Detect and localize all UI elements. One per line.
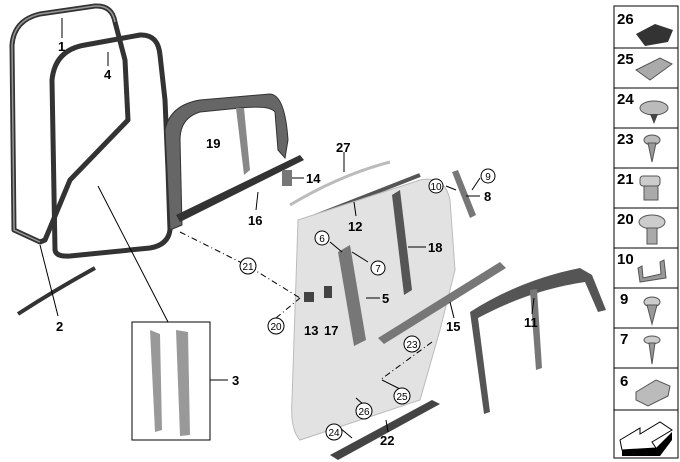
lower-seal-strip[interactable]	[16, 266, 96, 316]
svg-text:26: 26	[358, 407, 370, 418]
callout-5: 5	[382, 291, 389, 306]
callout-2: 2	[56, 319, 63, 334]
legend-9: 9	[620, 291, 628, 308]
callout-15: 15	[446, 319, 460, 334]
roof-trim-strip[interactable]	[289, 160, 391, 207]
self-tap-screw-icon	[643, 296, 661, 326]
callout-3: 3	[232, 373, 239, 388]
pillar-cover-strip[interactable]	[452, 170, 476, 218]
outer-belt-strip[interactable]	[378, 262, 506, 344]
torx-screw-icon	[643, 134, 661, 163]
latch-part-13[interactable]	[304, 292, 314, 302]
door-seal-outer[interactable]	[9, 3, 131, 245]
svg-text:21: 21	[242, 262, 254, 273]
b-pillar-trim[interactable]	[338, 245, 366, 346]
legend-24: 24	[617, 91, 634, 108]
circled-24: 24	[325, 423, 343, 441]
clip-nut-icon	[635, 57, 673, 81]
legend-26: 26	[617, 11, 634, 28]
legend-20: 20	[617, 211, 634, 228]
callout-11: 11	[524, 315, 538, 330]
callout-14: 14	[306, 171, 321, 186]
legend-7: 7	[620, 331, 628, 348]
callout-12: 12	[348, 219, 362, 234]
small-bracket[interactable]	[282, 170, 292, 186]
wood-screw-icon	[643, 335, 661, 365]
pad-icon	[636, 24, 673, 46]
legend-10: 10	[617, 251, 634, 268]
callout-27: 27	[336, 140, 350, 155]
detail-box	[131, 321, 211, 441]
outer-window-frame[interactable]	[470, 268, 606, 414]
parts-legend: 26 25 24 23 21 20 10 9 7 6	[613, 5, 679, 459]
circled-10: 10	[428, 178, 444, 194]
callout-18: 18	[428, 240, 442, 255]
circled-6: 6	[314, 230, 330, 246]
circled-23: 23	[403, 335, 421, 353]
window-guide-rail[interactable]	[392, 190, 412, 295]
circled-26: 26	[355, 402, 373, 420]
svg-text:7: 7	[375, 264, 381, 275]
legend-6: 6	[620, 373, 628, 390]
circled-25: 25	[393, 387, 411, 405]
expansion-rivet-icon	[639, 100, 669, 124]
svg-text:6: 6	[319, 234, 325, 245]
arrow-icon	[619, 421, 673, 456]
svg-text:10: 10	[430, 182, 442, 193]
latch-part-17[interactable]	[324, 286, 332, 298]
window-frame-trim[interactable]	[164, 93, 289, 231]
callout-22: 22	[380, 433, 394, 448]
door-seal-inner[interactable]	[49, 32, 173, 259]
callout-16: 16	[248, 213, 262, 228]
sill-trim[interactable]	[330, 400, 440, 460]
callout-19: 19	[206, 136, 220, 151]
circled-20: 20	[267, 317, 285, 335]
svg-text:20: 20	[270, 322, 282, 333]
svg-text:23: 23	[406, 340, 418, 351]
callout-4: 4	[104, 67, 112, 82]
callout-13: 13	[304, 323, 318, 338]
legend-23: 23	[617, 131, 634, 148]
callout-1: 1	[58, 39, 65, 54]
callout-17: 17	[324, 323, 338, 338]
svg-text:9: 9	[485, 172, 491, 183]
circled-7: 7	[370, 260, 386, 276]
legend-21: 21	[617, 171, 634, 188]
legend-25: 25	[617, 51, 634, 68]
circled-21: 21	[239, 257, 257, 275]
callout-8: 8	[484, 189, 491, 204]
square-nut-icon	[639, 175, 661, 201]
flange-screw-icon	[638, 214, 666, 245]
bracket-clip-icon	[637, 259, 667, 283]
svg-text:24: 24	[328, 428, 340, 439]
cage-nut-icon	[635, 379, 671, 407]
circled-9: 9	[480, 168, 496, 184]
svg-text:25: 25	[396, 392, 408, 403]
window-channel-strip[interactable]	[176, 155, 304, 222]
